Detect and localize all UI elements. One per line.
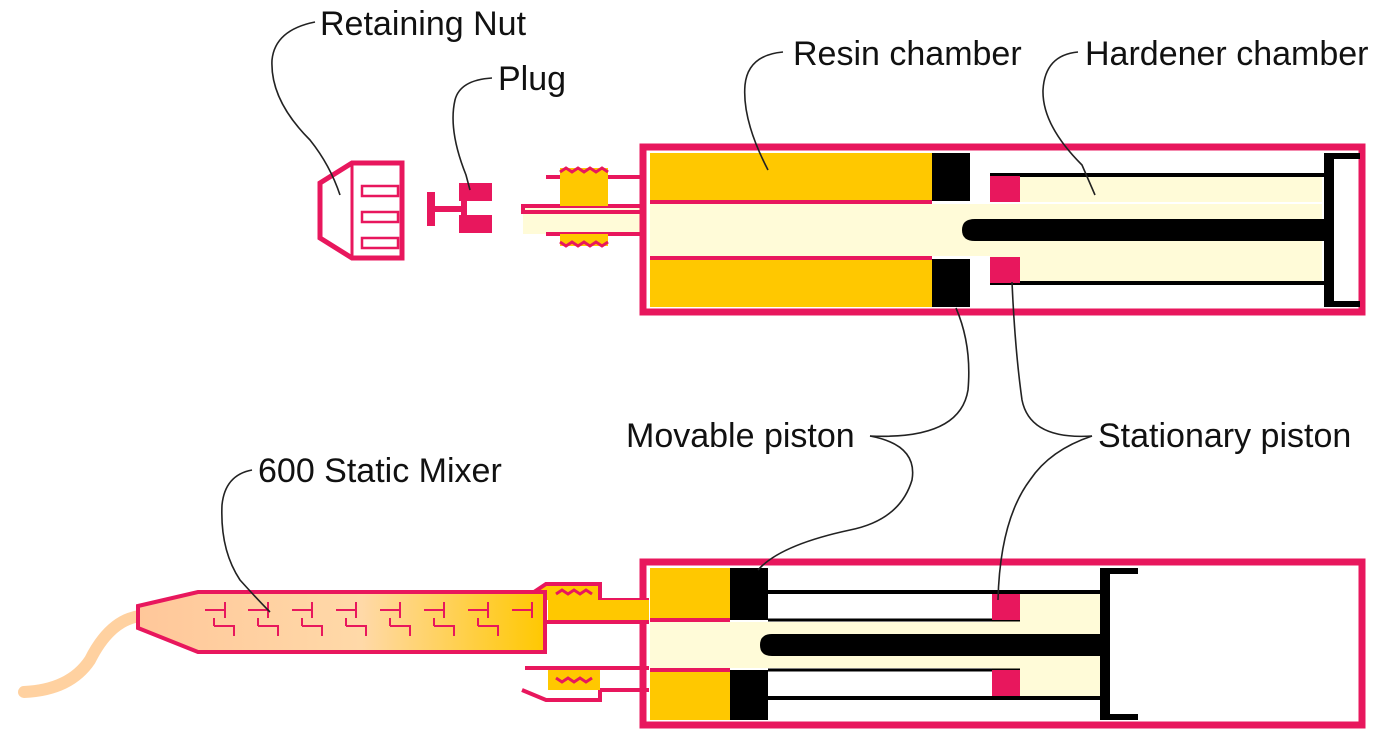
label-resin-chamber: Resin chamber: [793, 35, 1022, 73]
bottom-stationary-piston: [992, 594, 1020, 620]
plug-part: [427, 183, 492, 233]
leader-retaining-nut: [271, 21, 341, 196]
label-movable-piston: Movable piston: [626, 417, 855, 455]
label-stationary-piston: Stationary piston: [1098, 417, 1351, 455]
leader-hardener-chamber: [1042, 51, 1096, 196]
label-retaining-nut: Retaining Nut: [320, 5, 527, 43]
top-stationary-piston: [990, 176, 1020, 202]
top-cartridge: [639, 143, 1366, 316]
bottom-cartridge: [639, 558, 1366, 729]
leader-movable-piston-bottom: [757, 435, 914, 571]
leader-stationary-piston-top: [1011, 281, 1093, 438]
top-threaded-nozzle: [521, 166, 651, 248]
static-mixer-tube: [18, 590, 547, 698]
label-static-mixer: 600 Static Mixer: [258, 452, 502, 490]
top-resin-fill: [650, 153, 932, 202]
leader-static-mixer: [221, 469, 271, 613]
bottom-movable-piston: [730, 568, 768, 620]
retaining-nut-part: [317, 160, 405, 261]
leader-resin-chamber: [743, 51, 784, 171]
bottom-threaded-nozzle: [520, 582, 649, 702]
leader-stationary-piston-bottom: [997, 435, 1093, 601]
label-plug: Plug: [498, 60, 566, 98]
label-hardener-chamber: Hardener chamber: [1085, 35, 1368, 73]
top-movable-piston: [932, 153, 970, 201]
leader-movable-piston-top: [869, 307, 970, 438]
leader-plug: [452, 77, 493, 191]
